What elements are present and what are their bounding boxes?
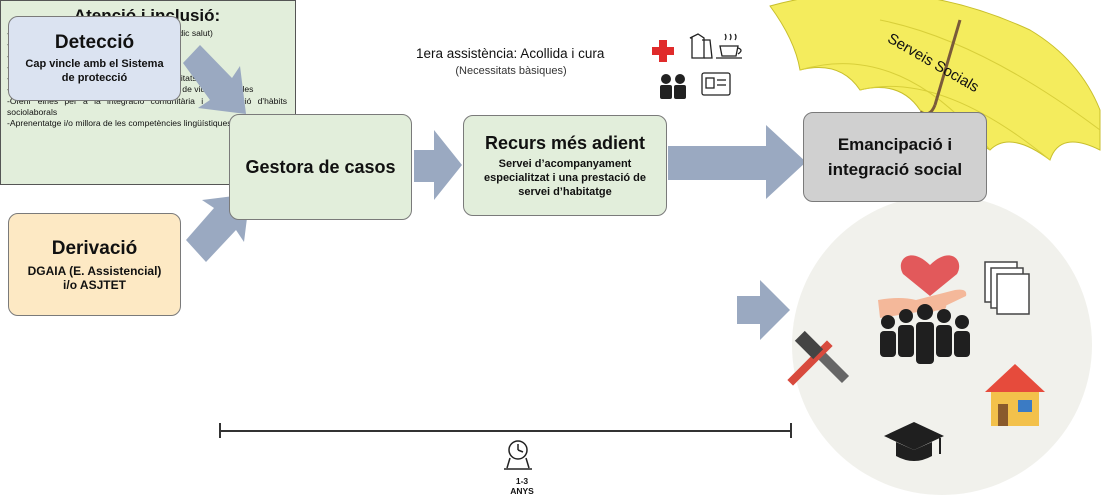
heart-hand-icon (878, 255, 967, 318)
arrow-deteccio-to-gestora (183, 45, 246, 114)
atencio-item: -Aprenentatge i/o millora de les competè… (7, 118, 232, 129)
gestora-title: Gestora de casos (245, 156, 396, 177)
deteccio-box: Detecció Cap vincle amb el Sistema de pr… (8, 16, 181, 101)
arrow-gestora-to-recurs (414, 130, 462, 200)
recurs-subtitle: Servei d’acompanyament especialitzat i u… (483, 157, 646, 198)
timeline-duration: 1-3 (515, 476, 529, 486)
recurs-box: Recurs més adient Servei d’acompanyament… (463, 115, 667, 216)
emancipacio-title-2: integració social (827, 160, 963, 179)
timeline-label: 1-3 ANYS (502, 476, 542, 496)
umbrella (769, 0, 1101, 161)
documents-icon (984, 261, 1030, 315)
derivacio-title: Derivació (51, 237, 138, 259)
deteccio-title: Detecció (54, 32, 135, 53)
gestora-box: Gestora de casos (229, 114, 412, 220)
emancipacio-title-1: Emancipació i (837, 135, 953, 154)
house-icon (985, 364, 1045, 426)
graduation-cap-icon (884, 422, 944, 461)
timeline-unit: ANYS (510, 486, 534, 496)
clock-icon (504, 440, 532, 470)
assistencia-title: 1era assistència: Acollida i cura (416, 46, 605, 61)
people-icon (660, 74, 686, 99)
timeline (219, 423, 792, 438)
group-icon (880, 304, 970, 364)
derivacio-box: Derivació DGAIA (E. Assistencial) i/o AS… (8, 213, 181, 316)
arrow-atencio-to-circle (737, 280, 790, 340)
assistencia-subtitle: (Necessitats bàsiques) (455, 65, 567, 77)
assistencia-block: 1era assistència: Acollida i cura (Neces… (416, 46, 646, 77)
emancipacio-box: Emancipació i integració social (803, 112, 987, 202)
deteccio-subtitle: Cap vincle amb el Sistema de protecció (25, 58, 164, 84)
arrow-recurs-to-emancipacio (668, 125, 806, 199)
coffee-cup-icon (716, 33, 742, 59)
derivacio-subtitle-1: DGAIA (E. Assistencial) (27, 263, 162, 278)
tools-icon (787, 330, 850, 386)
derivacio-subtitle-2: i/o ASJTET (63, 277, 126, 292)
red-cross-icon (652, 40, 674, 62)
id-card-icon (701, 72, 731, 96)
clothes-icon (689, 33, 713, 59)
recurs-title: Recurs més adient (484, 132, 646, 153)
